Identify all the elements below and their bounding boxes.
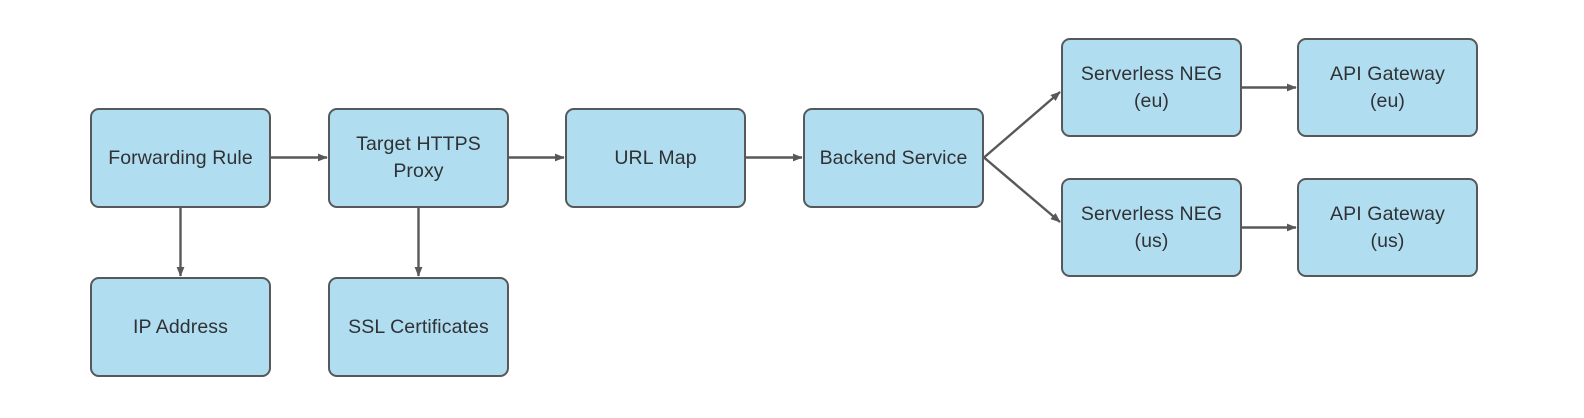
node-ssl-certificates[interactable]: SSL Certificates [328,277,509,377]
node-target-https-proxy[interactable]: Target HTTPS Proxy [328,108,509,208]
node-ip-address[interactable]: IP Address [90,277,271,377]
edge-backend-service-to-serverless-neg-us [983,156,1061,223]
node-api-gateway-us[interactable]: API Gateway (us) [1297,178,1478,277]
node-forwarding-rule[interactable]: Forwarding Rule [90,108,271,208]
node-api-gateway-eu[interactable]: API Gateway (eu) [1297,38,1478,137]
node-url-map[interactable]: URL Map [565,108,746,208]
node-serverless-neg-eu[interactable]: Serverless NEG (eu) [1061,38,1242,137]
node-backend-service[interactable]: Backend Service [803,108,984,208]
node-serverless-neg-us[interactable]: Serverless NEG (us) [1061,178,1242,277]
edge-backend-service-to-serverless-neg-eu [983,91,1061,159]
